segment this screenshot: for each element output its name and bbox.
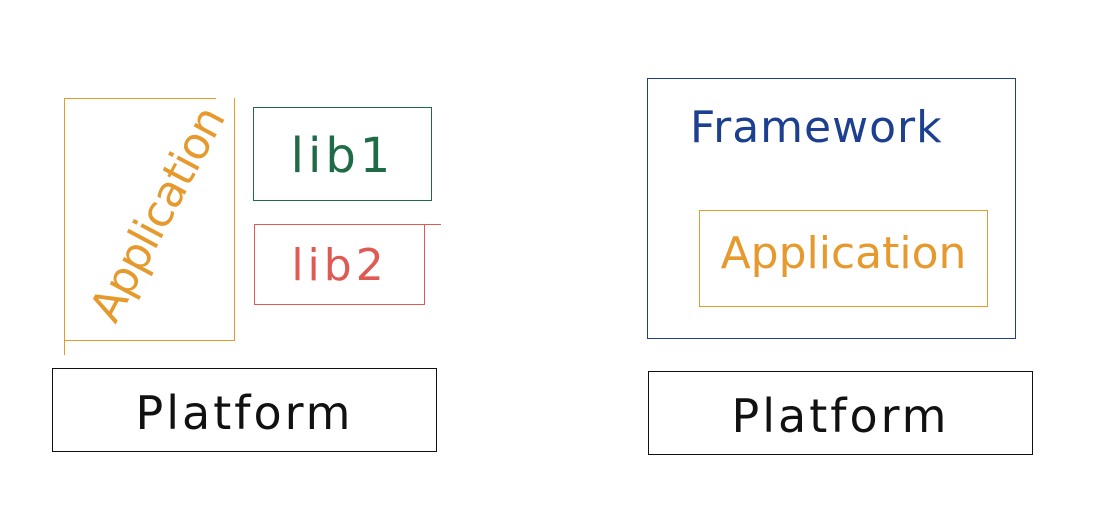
framework-box: [647, 78, 1016, 339]
platform-label-left: Platform: [135, 386, 354, 440]
lib1-box: [253, 107, 432, 201]
lib1-label: lib1: [290, 128, 395, 184]
application-box-left-tail-edge: [64, 338, 65, 355]
lib2-box-top-edge: [254, 224, 441, 225]
lib2-label: lib2: [291, 240, 388, 291]
application-box-left: [64, 98, 235, 341]
application-box-left-top-edge: [64, 98, 216, 99]
platform-box-right: [648, 371, 1033, 455]
application-label-right: Application: [720, 228, 967, 279]
framework-label: Framework: [690, 102, 943, 153]
platform-box-left: [52, 368, 437, 452]
lib2-box: [254, 224, 425, 305]
application-box-right: [699, 210, 988, 307]
platform-label-right: Platform: [731, 389, 950, 443]
